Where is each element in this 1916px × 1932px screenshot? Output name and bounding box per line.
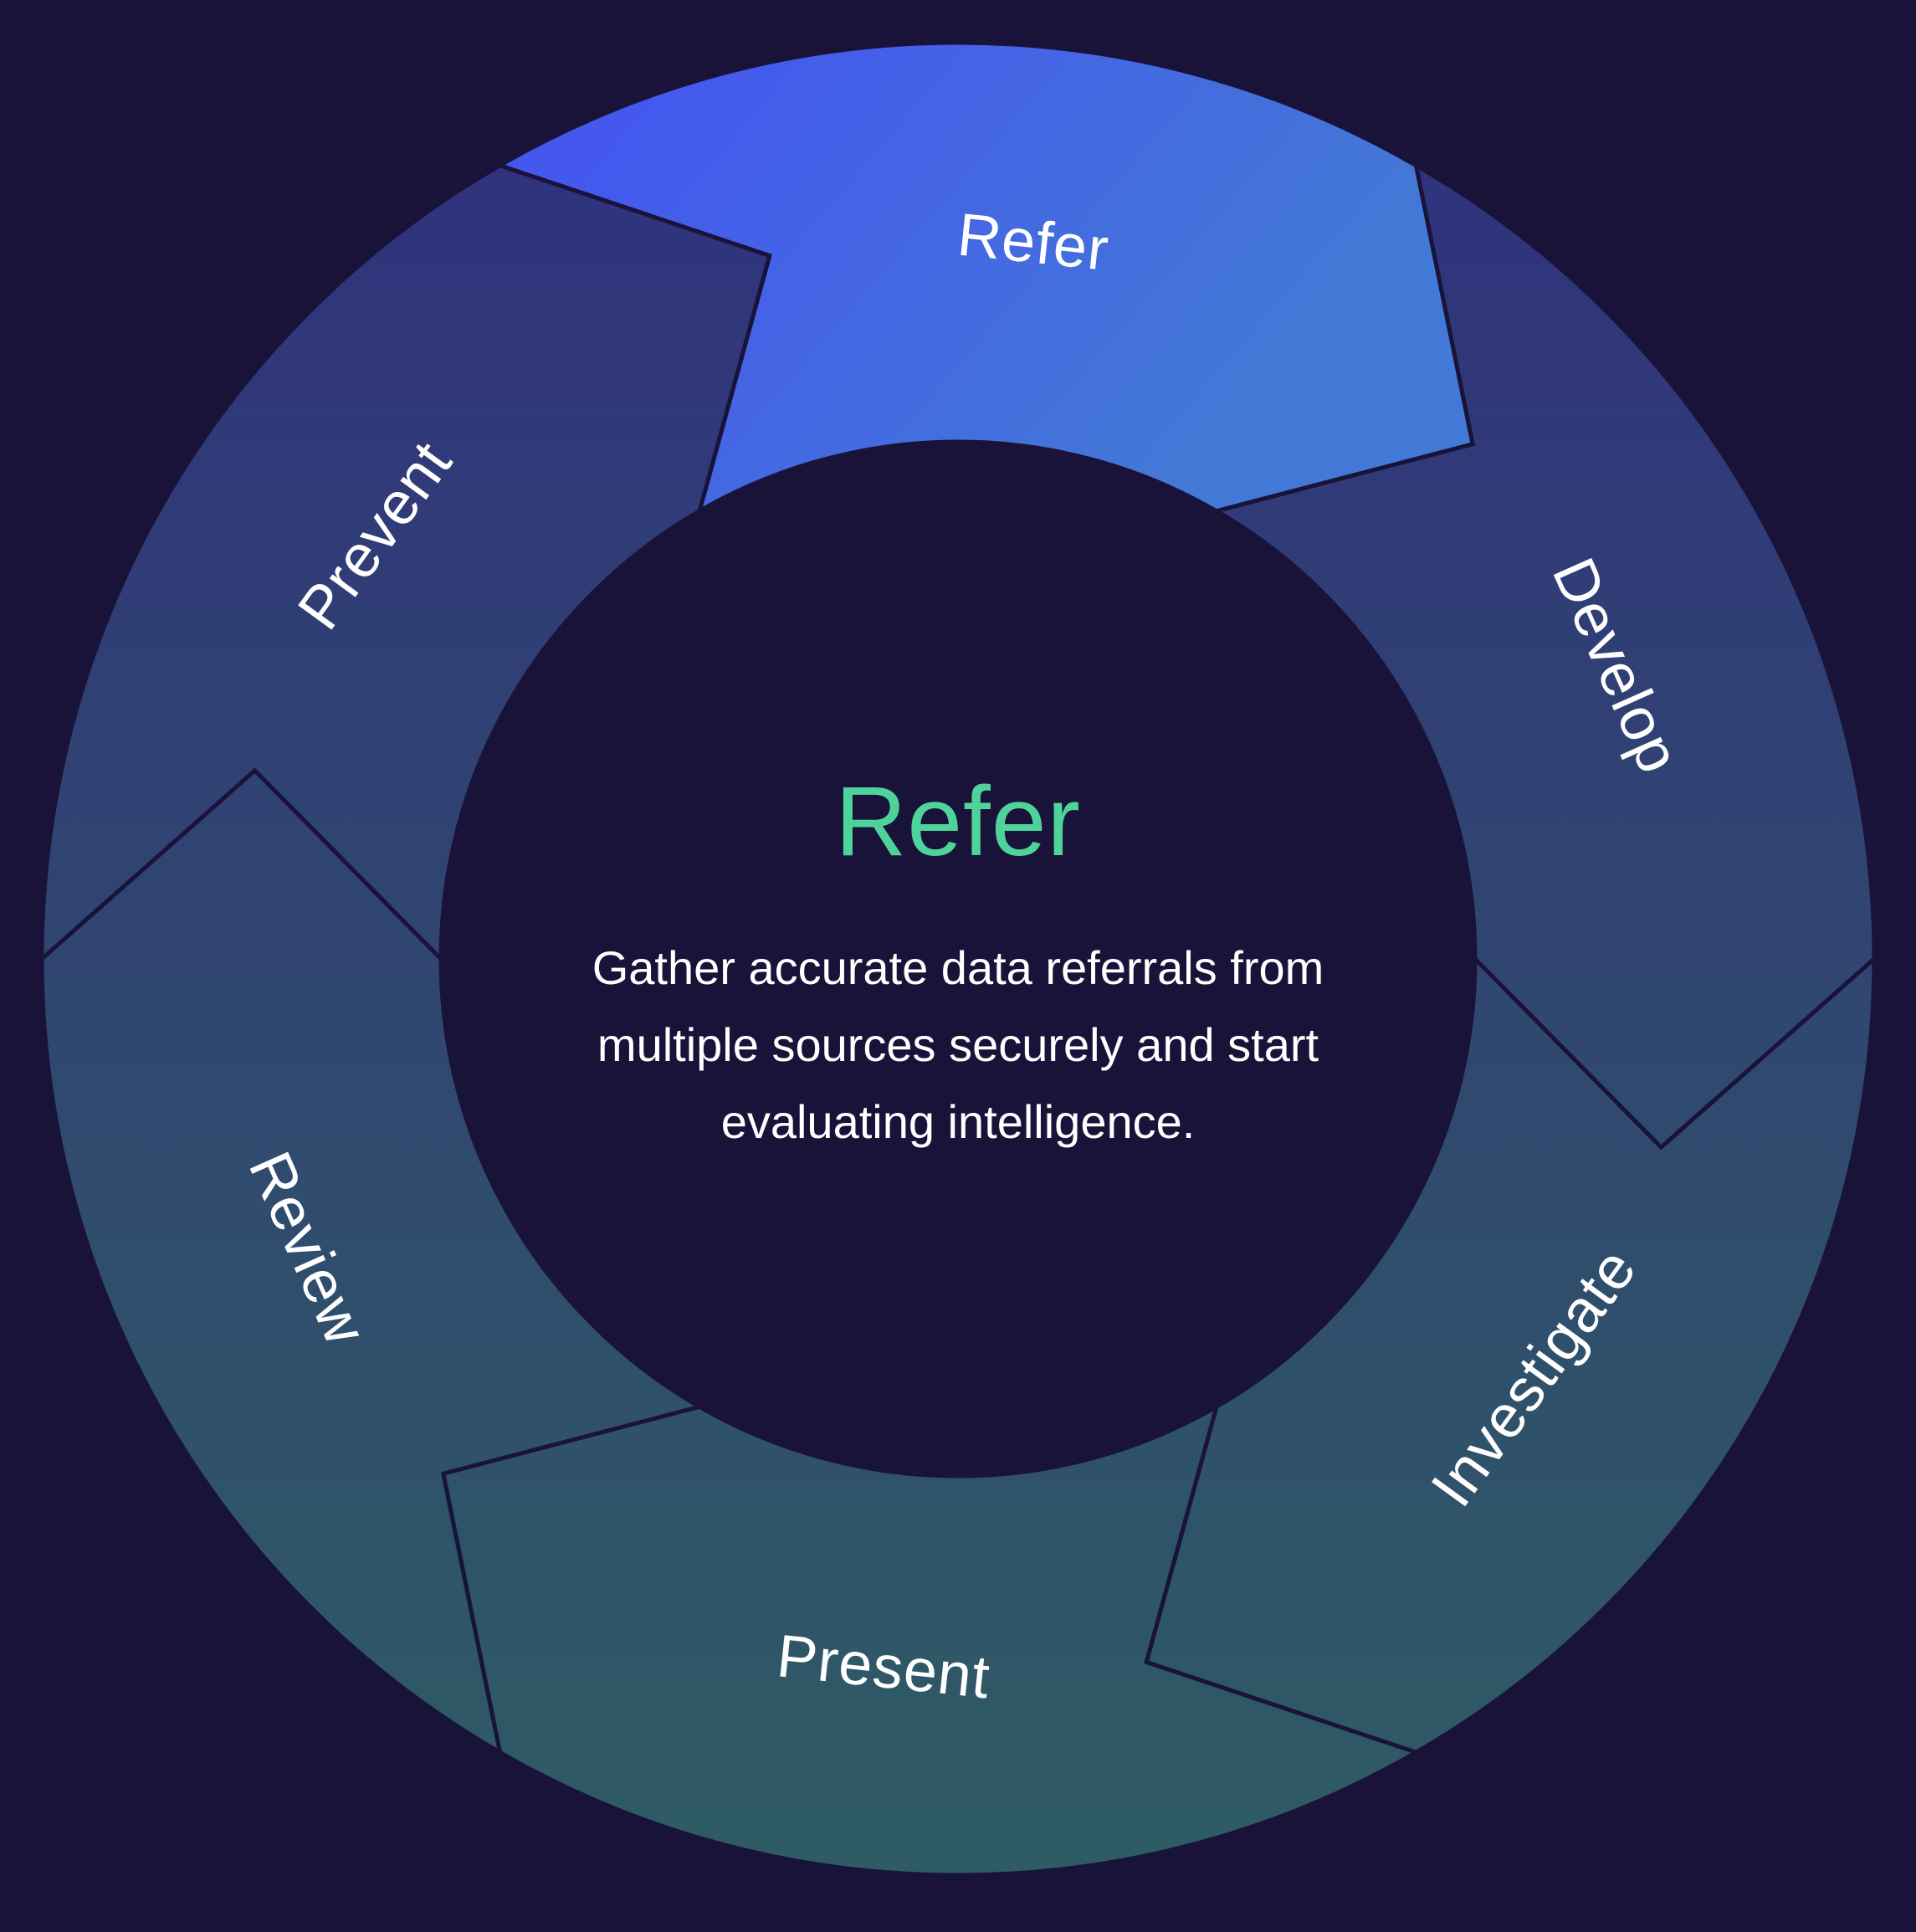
center-disc — [441, 442, 1475, 1476]
center-description-line: Gather accurate data referrals from — [592, 941, 1324, 994]
center-description-line: multiple sources securely and start — [597, 1018, 1319, 1071]
center-title: Refer — [835, 766, 1081, 877]
segment-label-refer: Refer — [955, 201, 1112, 283]
center-description: Gather accurate data referrals from mult… — [592, 941, 1324, 1148]
center-description-line: evaluating intelligence. — [721, 1095, 1196, 1148]
